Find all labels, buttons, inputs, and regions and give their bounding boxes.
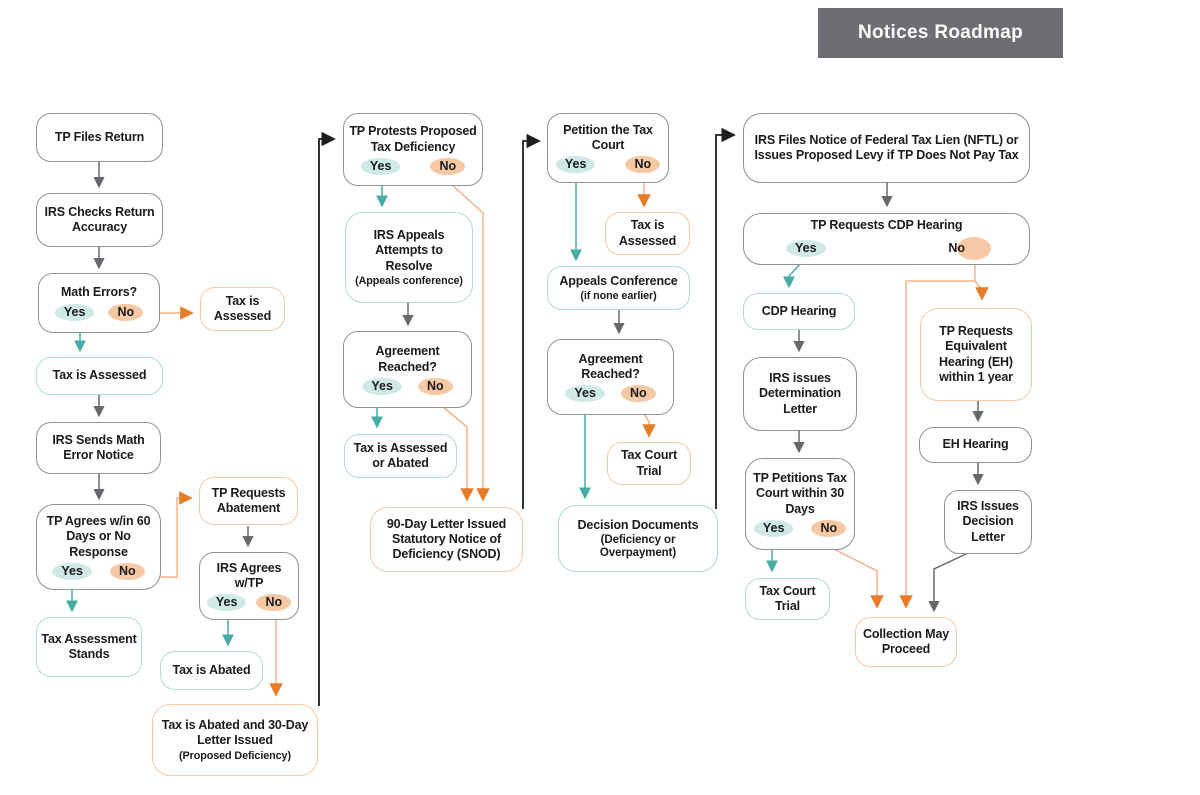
yes-pill: Yes bbox=[360, 157, 401, 175]
decision-pills: Yes No bbox=[43, 303, 155, 321]
node-label: Tax is Assessed bbox=[213, 293, 272, 323]
node-tp-requests-equivalent-hearing: TP Requests Equivalent Hearing (EH) with… bbox=[920, 308, 1032, 401]
node-subnote: (Appeals conference) bbox=[355, 274, 463, 287]
no-pill: No bbox=[620, 385, 656, 403]
node-tax-is-assessed-petition-no: Tax is Assessed bbox=[605, 212, 690, 255]
node-irs-appeals-resolve: IRS Appeals Attempts to Resolve (Appeals… bbox=[345, 212, 473, 303]
node-collection-may-proceed: Collection May Proceed bbox=[855, 617, 957, 667]
node-eh-hearing: EH Hearing bbox=[919, 427, 1032, 463]
no-pill: No bbox=[109, 562, 145, 580]
node-irs-issues-determination-letter: IRS issues Determination Letter bbox=[743, 357, 857, 431]
node-label: TP Protests Proposed Tax Deficiency bbox=[349, 124, 477, 154]
no-ellipse bbox=[957, 236, 991, 260]
node-label: Tax is Abated bbox=[172, 662, 251, 677]
decision-pills: Yes No bbox=[348, 377, 467, 395]
node-label: Tax Court Trial bbox=[759, 583, 816, 613]
decision-pills: Yes No bbox=[346, 157, 480, 175]
decision-pills: Yes No bbox=[204, 594, 294, 612]
decision-pills: Yes No bbox=[41, 562, 156, 580]
yes-pill: Yes bbox=[206, 594, 247, 612]
page-title: Notices Roadmap bbox=[818, 8, 1063, 58]
decision-pills: Yes No bbox=[552, 156, 664, 174]
node-label: Tax is Assessed bbox=[52, 368, 147, 383]
node-tax-abated-30-day-letter: Tax is Abated and 30-Day Letter Issued (… bbox=[152, 704, 318, 776]
node-label: Tax is Assessed or Abated bbox=[353, 440, 448, 470]
node-irs-agrees-wtp: IRS Agrees w/TP Yes No bbox=[199, 552, 299, 620]
yes-pill: Yes bbox=[555, 156, 596, 174]
node-tp-petitions-tax-court-30-days: TP Petitions Tax Court within 30 Days Ye… bbox=[745, 458, 855, 550]
yes-pill: Yes bbox=[52, 562, 92, 580]
node-label: Math Errors? bbox=[61, 285, 137, 300]
yes-pill: Yes bbox=[786, 239, 826, 257]
node-label: 90-Day Letter Issued Statutory Notice of… bbox=[386, 516, 507, 562]
node-label: IRS Checks Return Accuracy bbox=[44, 204, 155, 234]
node-irs-issues-decision-letter: IRS Issues Decision Letter bbox=[944, 490, 1032, 554]
no-pill: No bbox=[811, 519, 847, 537]
node-label: TP Requests CDP Hearing bbox=[810, 218, 963, 233]
node-subnote: (Deficiency or Overpayment) bbox=[599, 533, 677, 559]
node-appeals-conference: Appeals Conference (if none earlier) bbox=[547, 266, 690, 310]
node-tax-is-assessed: Tax is Assessed bbox=[36, 357, 163, 395]
node-tax-is-assessed-no-branch: Tax is Assessed bbox=[200, 287, 285, 331]
no-pill: No bbox=[417, 377, 453, 395]
node-agreement-reached-appeals: Agreement Reached? Yes No bbox=[343, 331, 472, 408]
node-label: Collection May Proceed bbox=[862, 626, 950, 656]
node-label: IRS Appeals Attempts to Resolve bbox=[373, 228, 445, 273]
node-label: Decision Documents bbox=[577, 517, 699, 532]
node-subnote: (Proposed Deficiency) bbox=[179, 749, 291, 762]
yes-pill: Yes bbox=[362, 377, 402, 395]
yes-pill: Yes bbox=[565, 385, 605, 403]
node-label: Tax is Assessed bbox=[618, 218, 677, 248]
node-tp-files-return: TP Files Return bbox=[36, 113, 163, 162]
node-tax-court-trial-cdp: Tax Court Trial bbox=[745, 578, 830, 620]
node-label: IRS Files Notice of Federal Tax Lien (NF… bbox=[754, 132, 1019, 162]
node-label: TP Petitions Tax Court within 30 Days bbox=[753, 471, 847, 516]
node-label: Tax Assessment Stands bbox=[41, 631, 137, 661]
node-irs-sends-math-error-notice: IRS Sends Math Error Notice bbox=[36, 422, 161, 474]
node-subnote: (if none earlier) bbox=[580, 290, 657, 303]
no-pill: No bbox=[625, 156, 661, 174]
node-irs-files-nftl: IRS Files Notice of Federal Tax Lien (NF… bbox=[743, 113, 1030, 183]
node-tp-requests-cdp-hearing: TP Requests CDP Hearing Yes No bbox=[743, 213, 1030, 265]
node-label: CDP Hearing bbox=[761, 303, 837, 318]
node-tax-assessment-stands: Tax Assessment Stands bbox=[36, 617, 142, 677]
node-petition-tax-court: Petition the Tax Court Yes No bbox=[547, 113, 669, 183]
node-label: TP Requests Equivalent Hearing (EH) with… bbox=[939, 324, 1013, 384]
node-tp-requests-abatement: TP Requests Abatement bbox=[199, 477, 298, 525]
node-label: EH Hearing bbox=[942, 437, 1009, 452]
no-pill: No bbox=[256, 594, 292, 612]
node-label: Agreement Reached? bbox=[578, 351, 643, 381]
yes-pill: Yes bbox=[54, 303, 95, 321]
node-label: IRS Agrees w/TP bbox=[216, 560, 282, 590]
node-agreement-reached-court: Agreement Reached? Yes No bbox=[547, 339, 674, 415]
no-pill: No bbox=[948, 236, 991, 260]
no-pill: No bbox=[430, 157, 466, 175]
node-tax-is-abated: Tax is Abated bbox=[160, 651, 263, 690]
node-math-errors: Math Errors? Yes No bbox=[38, 273, 160, 333]
node-label: IRS Issues Decision Letter bbox=[957, 499, 1019, 544]
node-label: Tax is Abated and 30-Day Letter Issued bbox=[161, 718, 309, 748]
node-90-day-letter-snod: 90-Day Letter Issued Statutory Notice of… bbox=[370, 507, 523, 572]
node-tax-court-trial: Tax Court Trial bbox=[607, 442, 691, 485]
node-decision-documents: Decision Documents (Deficiency or Overpa… bbox=[558, 505, 718, 572]
node-tax-assessed-or-abated: Tax is Assessed or Abated bbox=[344, 434, 457, 478]
decision-pills: Yes No bbox=[552, 385, 669, 403]
node-label: TP Agrees w/in 60 Days or No Response bbox=[46, 514, 151, 559]
no-pill: No bbox=[108, 303, 144, 321]
node-label: IRS Sends Math Error Notice bbox=[52, 432, 145, 462]
node-label: TP Files Return bbox=[54, 129, 145, 144]
node-tp-agrees-60-days: TP Agrees w/in 60 Days or No Response Ye… bbox=[36, 504, 161, 590]
node-label: Tax Court Trial bbox=[620, 448, 678, 478]
node-label: Agreement Reached? bbox=[375, 344, 440, 374]
decision-pills: Yes No bbox=[750, 519, 850, 537]
node-label: IRS issues Determination Letter bbox=[758, 371, 842, 416]
node-irs-checks-return-accuracy: IRS Checks Return Accuracy bbox=[36, 193, 163, 247]
node-label: TP Requests Abatement bbox=[211, 485, 286, 515]
decision-pills: Yes No bbox=[748, 236, 1025, 260]
yes-pill: Yes bbox=[753, 519, 794, 537]
node-label: Appeals Conference bbox=[559, 273, 678, 288]
node-label: Petition the Tax Court bbox=[563, 122, 653, 152]
node-tp-protests-deficiency: TP Protests Proposed Tax Deficiency Yes … bbox=[343, 113, 483, 186]
node-cdp-hearing: CDP Hearing bbox=[743, 293, 855, 330]
